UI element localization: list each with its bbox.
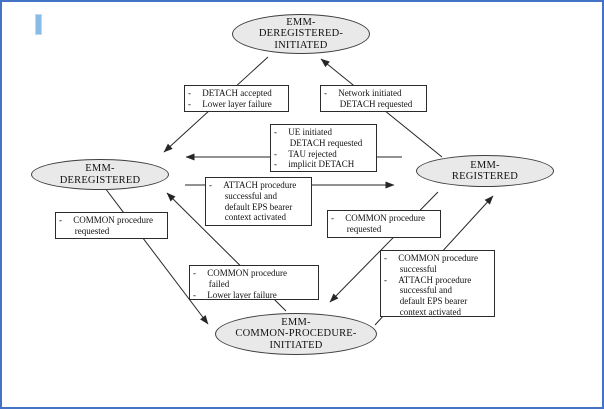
arrow-deregistered-to-common-procedure-initiated (104, 187, 209, 325)
transition-label-common-procedure-requested-left: - COMMON procedure requested (55, 212, 168, 239)
transition-label-common-procedure-requested-right: - COMMON procedure requested (327, 210, 441, 238)
transition-label-detach-accepted: - DETACH accepted - Lower layer failure (184, 85, 289, 112)
state-emm-common-procedure-initiated: EMM- COMMON-PROCEDURE- INITIATED (215, 313, 377, 355)
transition-label-network-initiated-detach: - Network initiated DETACH requested (320, 85, 427, 112)
transition-label-common-procedure-failed: - COMMON procedure failed - Lower layer … (189, 265, 319, 300)
text-cursor-indicator (35, 14, 42, 35)
transition-label-ue-initiated-detach: - UE initiated DETACH requested - TAU re… (270, 124, 377, 172)
transition-label-common-procedure-successful: - COMMON procedure successful - ATTACH p… (380, 250, 495, 317)
state-emm-registered: EMM- REGISTERED (416, 155, 554, 187)
state-emm-deregistered: EMM- DEREGISTERED (31, 159, 169, 190)
transition-label-attach-successful: - ATTACH procedure successful and defaul… (205, 177, 312, 226)
state-emm-deregistered-initiated: EMM- DEREGISTERED- INITIATED (232, 14, 370, 54)
